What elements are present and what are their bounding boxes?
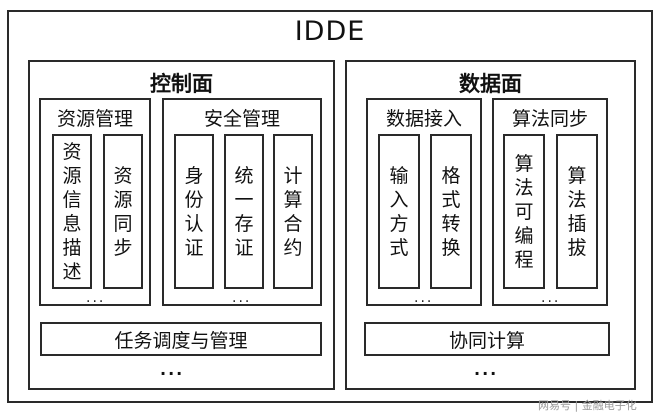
resource-management-more: ... xyxy=(86,290,106,306)
vertical-char: 方 xyxy=(389,212,409,235)
identity-authentication-box: 身份认证 xyxy=(174,134,214,289)
security-management-group: 安全管理 xyxy=(162,98,322,306)
vertical-char: 可 xyxy=(514,200,534,223)
resource-info-description-box: 资源信息描述 xyxy=(52,134,92,289)
security-management-more: ... xyxy=(232,290,252,306)
vertical-char: 算 xyxy=(514,152,534,175)
data-access-more: ... xyxy=(414,290,434,306)
data-access-group: 数据接入 xyxy=(366,98,482,306)
vertical-char: 资 xyxy=(62,140,82,163)
vertical-char: 息 xyxy=(62,212,82,235)
vertical-char: 述 xyxy=(62,260,82,283)
task-scheduling-bar: 任务调度与管理 xyxy=(40,322,322,356)
vertical-char: 换 xyxy=(441,236,461,259)
vertical-char: 认 xyxy=(184,212,204,235)
vertical-char: 入 xyxy=(389,188,409,211)
vertical-char: 式 xyxy=(389,236,409,259)
vertical-char: 存 xyxy=(234,212,254,235)
security-management-title: 安全管理 xyxy=(203,108,280,130)
data-plane-title: 数据面 xyxy=(459,72,522,96)
vertical-char: 编 xyxy=(514,224,534,247)
vertical-char: 式 xyxy=(441,188,461,211)
vertical-char: 法 xyxy=(514,176,534,199)
vertical-char: 合 xyxy=(283,212,303,235)
vertical-char: 一 xyxy=(234,188,254,211)
control-plane-more: ... xyxy=(160,360,185,379)
vertical-char: 描 xyxy=(62,236,82,259)
vertical-char: 步 xyxy=(113,236,133,259)
vertical-char: 格 xyxy=(441,164,461,187)
vertical-char: 计 xyxy=(283,164,303,187)
vertical-char: 约 xyxy=(283,236,303,259)
diagram-title: IDDE xyxy=(294,16,366,47)
data-plane-more: ... xyxy=(474,360,499,379)
vertical-char: 证 xyxy=(184,236,204,259)
resource-management-group: 资源管理 xyxy=(39,98,151,306)
input-method-box: 输入方式 xyxy=(378,134,420,289)
algorithm-sync-group: 算法同步 xyxy=(492,98,608,306)
vertical-char: 份 xyxy=(184,188,204,211)
vertical-char: 程 xyxy=(514,248,534,271)
compute-contract-box: 计算合约 xyxy=(273,134,313,289)
collaborative-computing-bar: 协同计算 xyxy=(364,322,610,356)
algorithm-plugin-box: 算法插拔 xyxy=(556,134,598,289)
algorithm-programmable-box: 算法可编程 xyxy=(503,134,545,289)
algorithm-sync-more: ... xyxy=(541,290,561,306)
vertical-char: 算 xyxy=(283,188,303,211)
vertical-char: 证 xyxy=(234,236,254,259)
vertical-char: 统 xyxy=(234,164,254,187)
vertical-char: 同 xyxy=(113,212,133,235)
control-plane-title: 控制面 xyxy=(150,72,213,96)
unified-evidence-box: 统一存证 xyxy=(224,134,264,289)
vertical-char: 拔 xyxy=(567,236,587,259)
watermark: 网易号 | 金融电子化 xyxy=(538,399,637,412)
vertical-char: 转 xyxy=(441,212,461,235)
vertical-char: 身 xyxy=(184,164,204,187)
vertical-char: 输 xyxy=(389,164,409,187)
vertical-char: 源 xyxy=(62,164,82,187)
vertical-char: 插 xyxy=(567,212,587,235)
control-plane: 控制面 xyxy=(28,60,335,390)
vertical-char: 源 xyxy=(113,188,133,211)
vertical-char: 算 xyxy=(567,164,587,187)
format-conversion-box: 格式转换 xyxy=(430,134,472,289)
resource-management-title: 资源管理 xyxy=(56,108,133,130)
idde-frame xyxy=(7,10,653,403)
vertical-char: 信 xyxy=(62,188,82,211)
resource-sync-box: 资源同步 xyxy=(103,134,143,289)
data-plane: 数据面 xyxy=(345,60,636,390)
data-access-title: 数据接入 xyxy=(385,108,462,130)
algorithm-sync-title: 算法同步 xyxy=(511,108,588,130)
vertical-char: 法 xyxy=(567,188,587,211)
vertical-char: 资 xyxy=(113,164,133,187)
